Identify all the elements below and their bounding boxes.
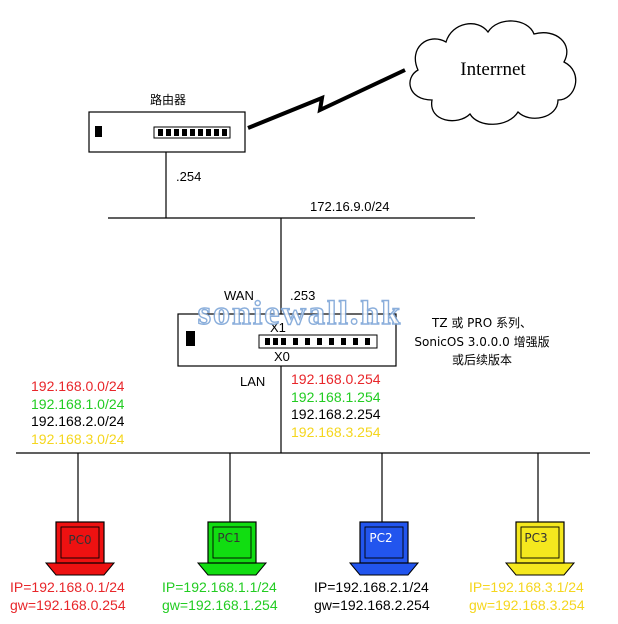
pc0-keyboard <box>44 562 116 576</box>
firewall-lan-ip: 192.168.1.254 <box>291 389 381 405</box>
pc2: PC2 <box>348 521 420 576</box>
subnet-label: 192.168.1.0/24 <box>31 396 125 412</box>
firewall-power-led <box>186 331 195 346</box>
internet-label: Interrnet <box>460 59 526 80</box>
internet-cloud: Interrnet <box>409 20 577 125</box>
pc3: PC3 <box>504 521 576 576</box>
firewall-description-line-1: TZ 或 PRO 系列、 <box>431 316 532 330</box>
subnet-label: 192.168.0.0/24 <box>31 378 125 394</box>
pc1-keyboard <box>196 562 268 576</box>
firewall-ports <box>265 338 370 345</box>
firewall-lan-ip: 192.168.0.254 <box>291 371 381 387</box>
subnet-label: 192.168.3.0/24 <box>31 431 125 447</box>
firewall-wan-label: WAN <box>224 288 254 303</box>
pc2-keyboard <box>348 562 420 576</box>
pc2-label: PC2 <box>369 531 392 545</box>
firewall-wan-ip: .253 <box>290 288 315 303</box>
wan-network-label: 172.16.9.0/24 <box>310 199 390 214</box>
pc0-gw: gw=192.168.0.254 <box>10 597 126 613</box>
watermark: soniewall.hk <box>198 295 402 332</box>
internet-link <box>247 68 406 130</box>
firewall-lan-ip-list: 192.168.0.254 192.168.1.254 192.168.2.25… <box>291 371 381 440</box>
pc0-ip: IP=192.168.0.1/24 <box>10 579 125 595</box>
pc0-label: PC0 <box>68 533 91 547</box>
pc1-label: PC1 <box>217 531 240 545</box>
firewall: X1 X0 <box>177 313 397 367</box>
firewall-lan-ip: 192.168.2.254 <box>291 406 381 422</box>
firewall-description: TZ 或 PRO 系列、 SonicOS 3.0.0.0 增强版 或后续版本 <box>414 316 549 367</box>
pc0-screen <box>55 521 105 564</box>
firewall-x1-label: X1 <box>270 320 286 335</box>
router-label: 路由器 <box>150 92 186 107</box>
subnet-label: 192.168.2.0/24 <box>31 413 125 429</box>
pc3-screen <box>515 521 565 564</box>
pc0: PC0 <box>44 521 116 576</box>
router-power-led <box>95 126 102 137</box>
pc1-ip: IP=192.168.1.1/24 <box>162 579 277 595</box>
router: 路由器 <box>88 92 246 153</box>
firewall-description-line-2: SonicOS 3.0.0.0 增强版 <box>414 335 549 349</box>
pc2-gw: gw=192.168.2.254 <box>314 597 430 613</box>
subnet-list: 192.168.0.0/24 192.168.1.0/24 192.168.2.… <box>31 378 125 447</box>
pc3-label: PC3 <box>524 531 547 545</box>
pc3-gw: gw=192.168.3.254 <box>469 597 585 613</box>
pc3-ip: IP=192.168.3.1/24 <box>469 579 584 595</box>
pc3-keyboard <box>504 562 576 576</box>
pc-address-labels: IP=192.168.0.1/24 gw=192.168.0.254 IP=19… <box>10 579 585 613</box>
firewall-lan-label: LAN <box>240 374 265 389</box>
firewall-x0-label: X0 <box>274 349 290 364</box>
pc1: PC1 <box>196 521 268 576</box>
pc1-gw: gw=192.168.1.254 <box>162 597 278 613</box>
pc1-screen <box>207 521 257 564</box>
pc2-screen <box>359 521 409 564</box>
firewall-lan-ip: 192.168.3.254 <box>291 424 381 440</box>
router-lan-ip: .254 <box>176 169 201 184</box>
pc2-ip: IP=192.168.2.1/24 <box>314 579 429 595</box>
router-ports <box>158 129 227 136</box>
firewall-description-line-3: 或后续版本 <box>452 353 512 367</box>
